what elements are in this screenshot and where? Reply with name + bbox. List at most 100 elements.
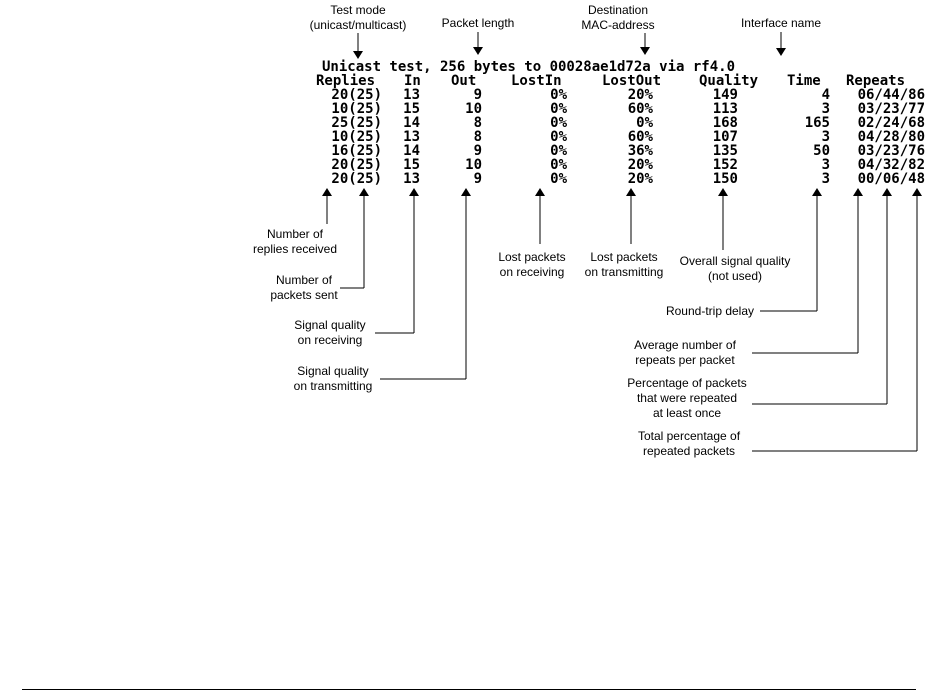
cell-repeats: 04/32/82	[858, 157, 925, 173]
cell-replies: 20(25)	[331, 171, 382, 187]
terminal-output: Unicast test, 256 bytes to 00028ae1d72a …	[316, 59, 925, 187]
callout-in-line-2: on receiving	[298, 333, 363, 347]
callout-time: Round-trip delay	[666, 188, 822, 318]
callout-interface: Interface name	[741, 16, 821, 56]
arrow-up-icon	[853, 188, 863, 196]
arrow-up-icon	[812, 188, 822, 196]
cell-lostout: 20%	[628, 171, 654, 187]
cell-out: 10	[465, 157, 482, 173]
cell-replies: 16(25)	[331, 143, 382, 159]
callout-pct-repeated-line-1: Percentage of packets	[627, 376, 746, 390]
cell-quality: 152	[713, 157, 738, 173]
callout-test-mode: Test mode (unicast/multicast)	[310, 3, 406, 59]
header-replies: Replies	[316, 73, 375, 89]
arrow-up-icon	[359, 188, 369, 196]
cell-lostin: 0%	[550, 171, 567, 187]
cell-lostout: 60%	[628, 129, 654, 145]
cell-in: 14	[403, 115, 420, 131]
cell-repeats: 02/24/68	[858, 115, 925, 131]
callout-packets-sent: Number of packets sent	[270, 188, 369, 302]
cell-time: 3	[822, 171, 830, 187]
cell-replies: 20(25)	[331, 87, 382, 103]
arrow-up-icon	[535, 188, 545, 196]
arrow-up-icon	[409, 188, 419, 196]
header-lostout: LostOut	[602, 73, 661, 89]
callout-pct-repeated: Percentage of packets that were repeated…	[627, 188, 892, 420]
cell-quality: 107	[713, 129, 738, 145]
cell-replies: 10(25)	[331, 101, 382, 117]
arrow-down-icon	[776, 48, 786, 56]
header-time: Time	[787, 73, 821, 89]
arrow-up-icon	[626, 188, 636, 196]
callout-avg-repeats-line-1: Average number of	[634, 338, 737, 352]
cell-lostin: 0%	[550, 129, 567, 145]
cell-lostin: 0%	[550, 101, 567, 117]
arrow-down-icon	[353, 51, 363, 59]
callout-out-line-1: Signal quality	[297, 364, 368, 378]
cell-replies: 25(25)	[331, 115, 382, 131]
callout-total-pct-line-1: Total percentage of	[638, 429, 741, 443]
callout-packet-length-line-1: Packet length	[442, 16, 515, 30]
cell-repeats: 04/28/80	[858, 129, 925, 145]
callout-quality-line-1: Overall signal quality	[680, 254, 791, 268]
header-in: In	[404, 73, 421, 89]
callout-destination: Destination MAC-address	[581, 3, 655, 55]
cell-lostout: 36%	[628, 143, 654, 159]
cell-lostin: 0%	[550, 87, 567, 103]
cell-time: 3	[822, 101, 830, 117]
callout-in-line-1: Signal quality	[294, 318, 365, 332]
callout-packets-sent-line-2: packets sent	[270, 288, 338, 302]
cell-lostin: 0%	[550, 143, 567, 159]
callout-destination-line-1: Destination	[588, 3, 648, 17]
cell-out: 8	[474, 129, 482, 145]
callout-pct-repeated-line-3: at least once	[653, 406, 721, 420]
page-divider	[22, 689, 916, 690]
cell-lostout: 20%	[628, 87, 654, 103]
cell-out: 9	[474, 171, 482, 187]
cell-in: 15	[403, 157, 420, 173]
arrow-up-icon	[461, 188, 471, 196]
callout-quality: Overall signal quality (not used)	[680, 188, 791, 283]
arrow-down-icon	[473, 47, 483, 55]
cell-in: 13	[403, 87, 420, 103]
callout-total-pct-line-2: repeated packets	[643, 444, 735, 458]
callout-in: Signal quality on receiving	[294, 188, 419, 347]
cell-repeats: 03/23/77	[858, 101, 925, 117]
terminal-title: Unicast test, 256 bytes to 00028ae1d72a …	[322, 59, 735, 75]
callout-replies: Number of replies received	[253, 188, 337, 256]
header-lostin: LostIn	[511, 73, 562, 89]
callout-packet-length: Packet length	[442, 16, 515, 55]
arrow-down-icon	[640, 47, 650, 55]
cell-replies: 20(25)	[331, 157, 382, 173]
cell-repeats: 06/44/86	[858, 87, 925, 103]
callout-out: Signal quality on transmitting	[294, 188, 471, 393]
callout-quality-line-2: (not used)	[708, 269, 762, 283]
callout-lostout-line-2: on transmitting	[585, 265, 664, 279]
callout-lostin-line-1: Lost packets	[498, 250, 565, 264]
cell-quality: 113	[713, 101, 738, 117]
cell-lostin: 0%	[550, 157, 567, 173]
cell-quality: 135	[713, 143, 738, 159]
cell-replies: 10(25)	[331, 129, 382, 145]
cell-lostin: 0%	[550, 115, 567, 131]
callout-replies-line-2: replies received	[253, 242, 337, 256]
arrow-up-icon	[882, 188, 892, 196]
cell-lostout: 60%	[628, 101, 654, 117]
callout-lostout: Lost packets on transmitting	[585, 188, 664, 279]
arrow-up-icon	[322, 188, 332, 196]
cell-in: 15	[403, 101, 420, 117]
cell-quality: 149	[713, 87, 738, 103]
callout-packets-sent-line-1: Number of	[276, 273, 333, 287]
cell-time: 3	[822, 129, 830, 145]
callout-total-pct: Total percentage of repeated packets	[638, 188, 922, 458]
callout-destination-line-2: MAC-address	[581, 18, 654, 32]
callout-lostin: Lost packets on receiving	[498, 188, 566, 279]
cell-out: 9	[474, 87, 482, 103]
cell-out: 9	[474, 143, 482, 159]
